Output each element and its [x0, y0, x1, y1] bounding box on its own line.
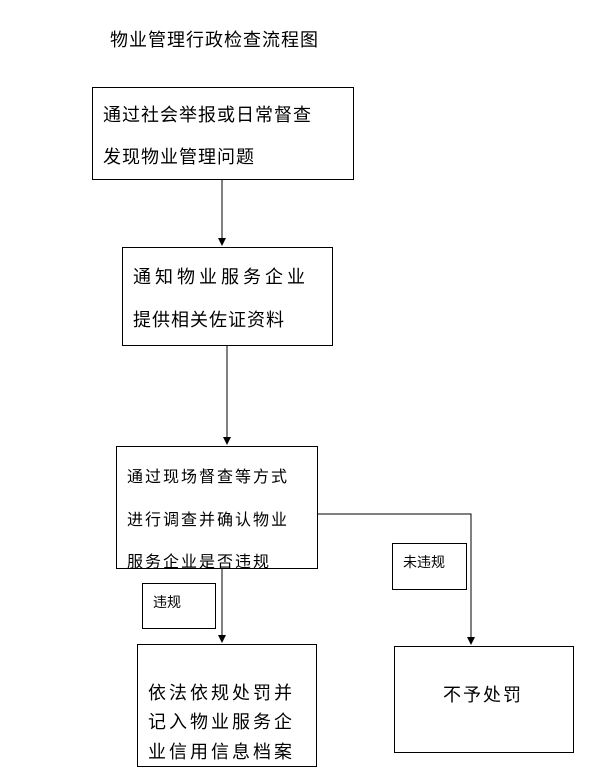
- violation-tag-text: 违规: [153, 595, 181, 611]
- arrow-step3-to-step5: [318, 513, 475, 645]
- step3-line-3: 服务企业是否违规: [127, 552, 272, 569]
- step1-report-box: 通过社会举报或日常督查 发现物业管理问题: [92, 87, 354, 180]
- step4-line-3: 业信用信息档案: [148, 742, 295, 763]
- step2-notify-box: 通知物业服务企业 提供相关佐证资料: [122, 247, 333, 346]
- diagram-title: 物业管理行政检查流程图: [110, 30, 319, 51]
- step5-no-penalty-box: 不予处罚: [394, 646, 574, 753]
- step2-line-1: 通知物业服务企业: [133, 267, 309, 288]
- step3-line-1: 通过现场督查等方式: [127, 467, 290, 486]
- step3-line-2: 进行调查并确认物业: [127, 510, 290, 529]
- step1-line-1: 通过社会举报或日常督查: [103, 105, 312, 126]
- step2-line-2: 提供相关佐证资料: [133, 310, 285, 331]
- no-violation-tag-text: 未违规: [403, 555, 445, 571]
- step1-line-2: 发现物业管理问题: [103, 147, 255, 168]
- step3-investigate-box: 通过现场督查等方式 进行调查并确认物业 服务企业是否违规: [116, 446, 318, 569]
- violation-tag: 违规: [142, 583, 216, 629]
- step4-line-1: 依法依规处罚并: [148, 683, 295, 704]
- step4-line-2: 记入物业服务企: [148, 712, 295, 733]
- no-violation-tag: 未违规: [392, 543, 467, 590]
- step4-penalize-box: 依法依规处罚并 记入物业服务企 业信用信息档案: [137, 644, 317, 767]
- step5-line-1: 不予处罚: [443, 685, 523, 706]
